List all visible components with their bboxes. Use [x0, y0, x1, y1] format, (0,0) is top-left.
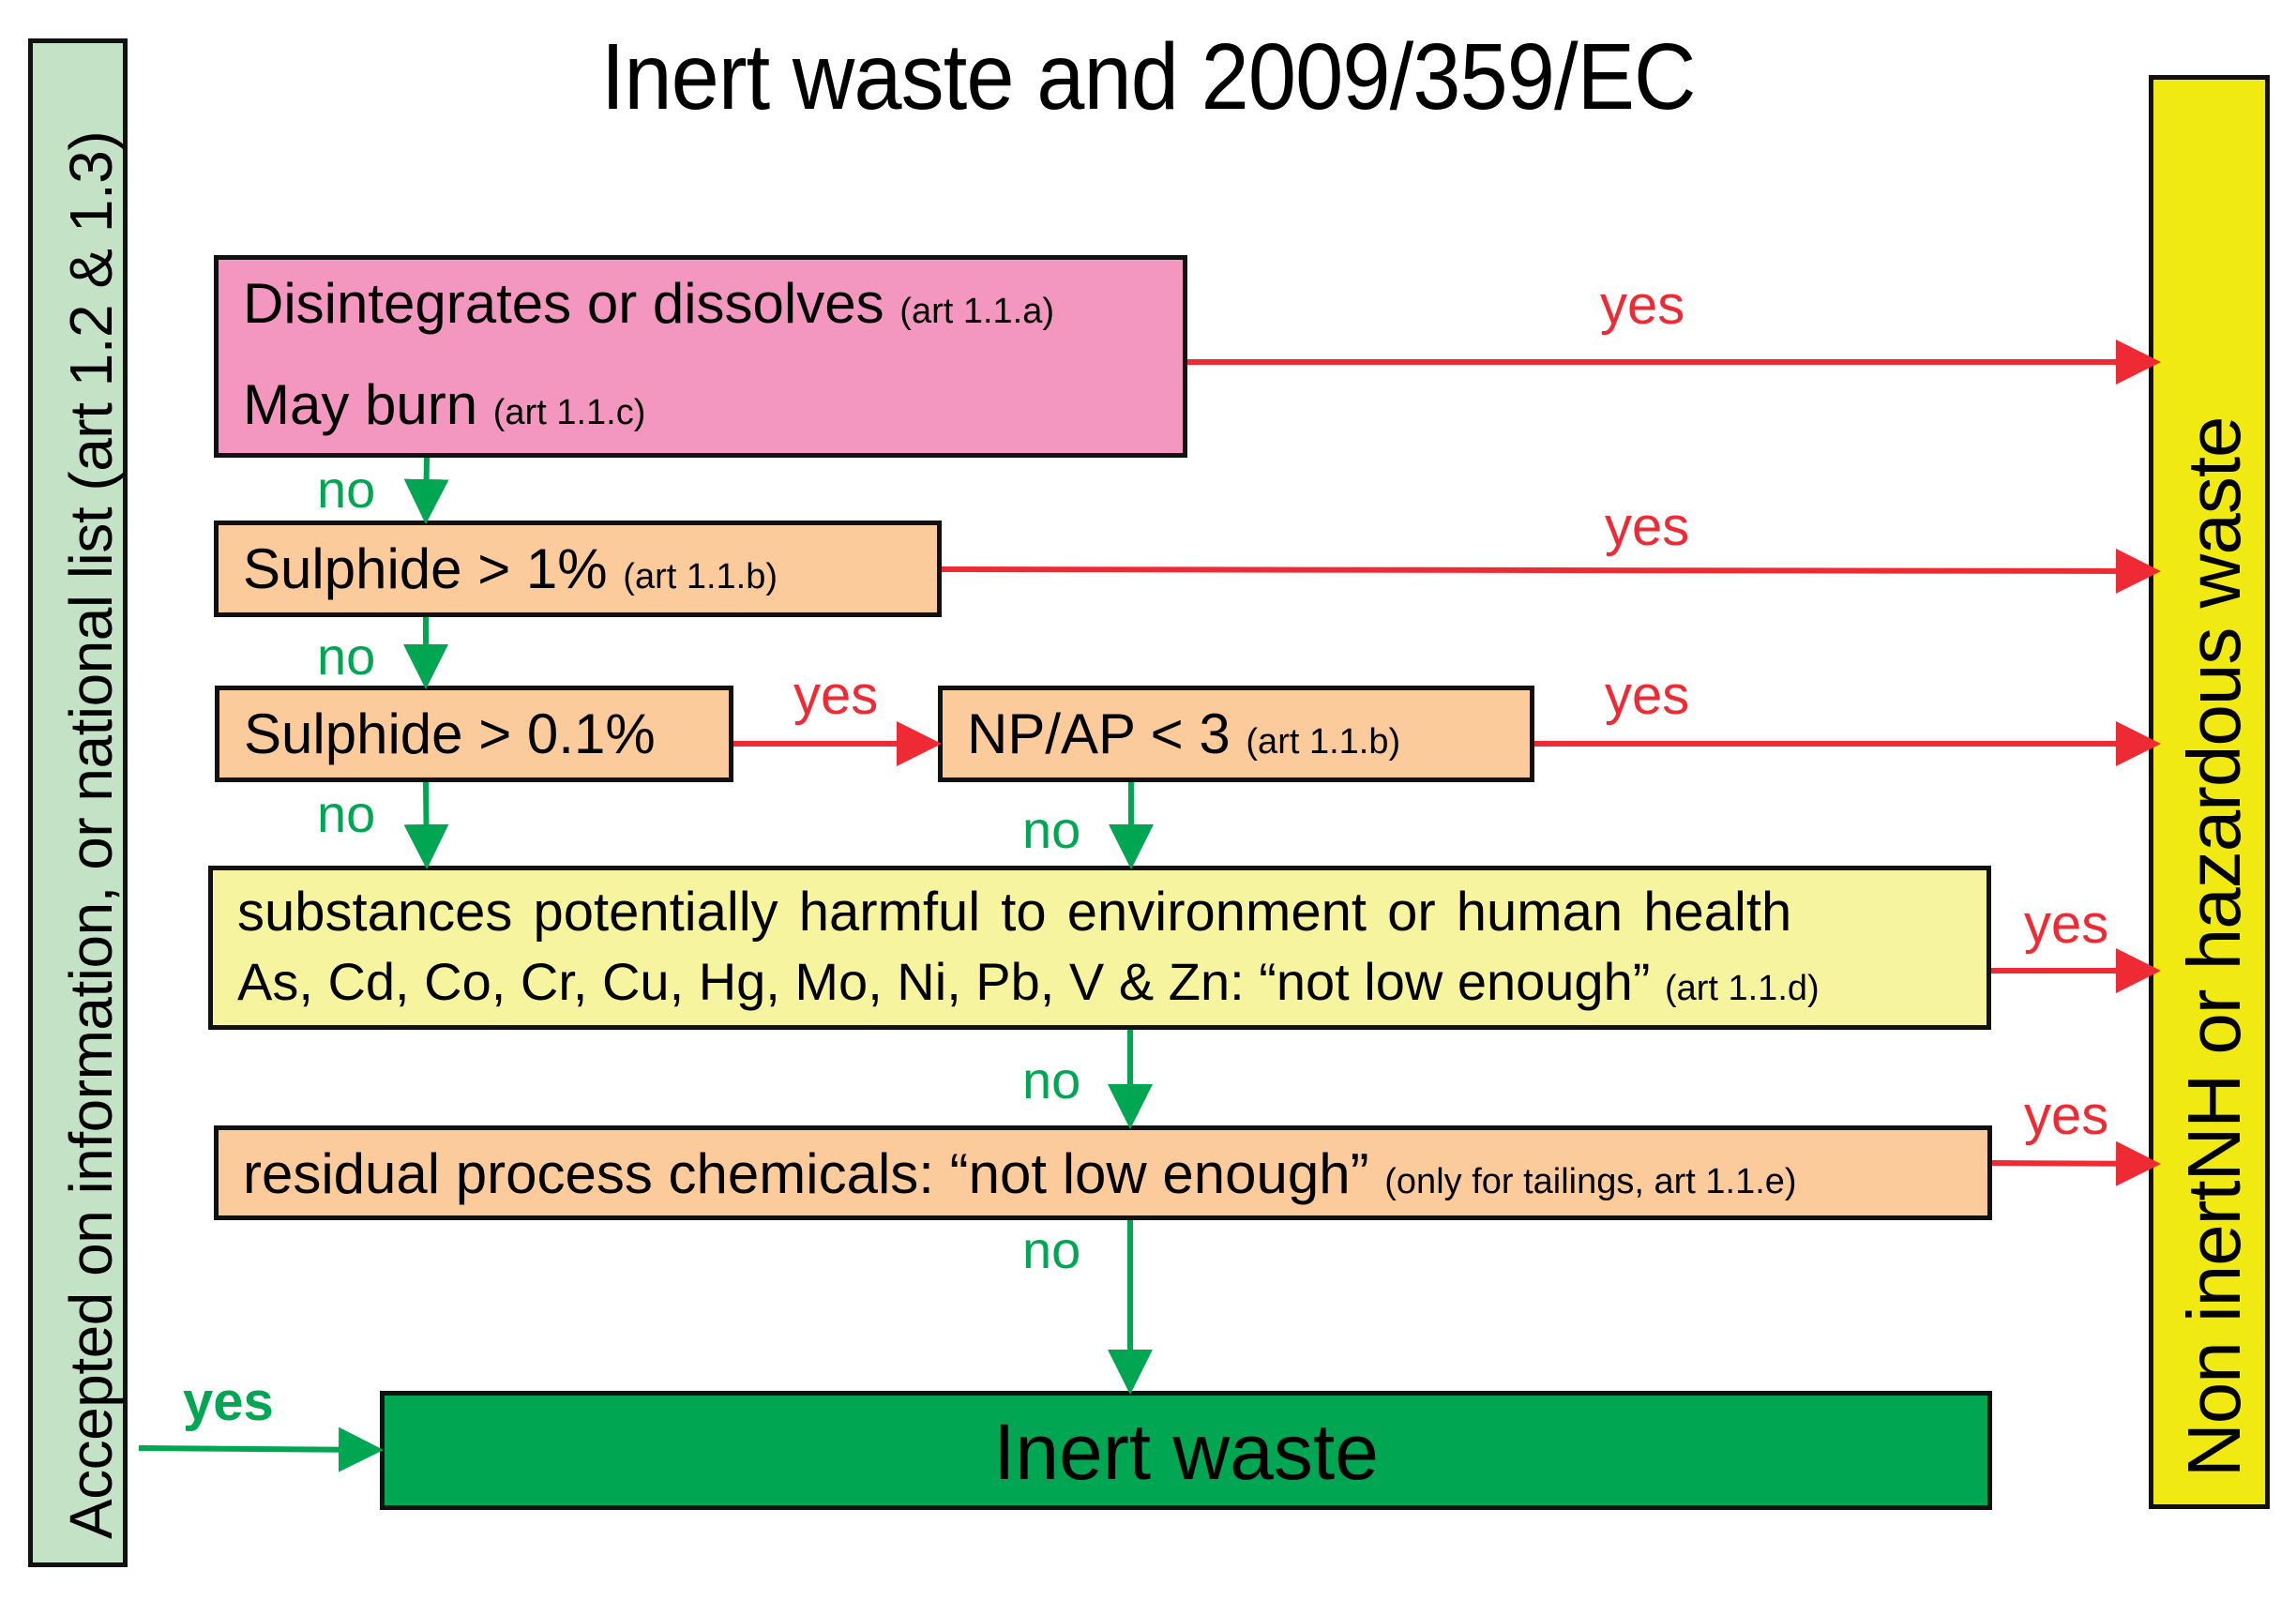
arrow-sulphide01-no — [403, 781, 449, 869]
inert-waste-text: Inert waste — [993, 1408, 1379, 1496]
disintegrates-box: Disintegrates or dissolves (art 1.1.a) M… — [214, 255, 1187, 458]
inert-waste-box: Inert waste — [380, 1391, 1992, 1510]
label-yes-substances: yes — [2024, 894, 2109, 955]
sulphide-1-percent-box: Sulphide > 1% (art 1.1.b) — [214, 521, 942, 617]
non-inert-hazardous-bar: Non inertNH or hazardous waste — [2149, 75, 2270, 1509]
arrow-disintegrates-no — [403, 457, 449, 524]
label-yes-npap: yes — [1605, 665, 1690, 726]
diagram-title: Inert waste and 2009/359/EC — [600, 24, 1697, 129]
accepted-on-information-bar: Accepted on information, or national lis… — [28, 38, 128, 1567]
label-yes-disintegrates: yes — [1600, 275, 1685, 336]
sulphide-01-text: Sulphide > 0.1% — [244, 702, 656, 765]
label-no-npap: no — [1022, 800, 1081, 859]
sulphide-01-percent-box: Sulphide > 0.1% — [215, 686, 733, 782]
substances-line2: As, Cd, Co, Cr, Cu, Hg, Mo, Ni, Pb, V & … — [237, 952, 1820, 1011]
label-yes-accepted: yes — [183, 1371, 274, 1432]
residual-chemicals-box: residual process chemicals: “not low eno… — [214, 1125, 1992, 1220]
label-yes-residual: yes — [2024, 1085, 2109, 1146]
label-yes-sulphide1: yes — [1605, 496, 1690, 557]
arrow-accepted-yes — [138, 1426, 384, 1472]
disintegrates-line: Disintegrates or dissolves (art 1.1.a) — [243, 272, 1055, 335]
arrow-sulphide1-yes — [941, 548, 2161, 594]
label-no-disintegrates: no — [317, 460, 376, 519]
substances-line1: substances potentially harmful to enviro… — [237, 882, 1792, 943]
label-yes-sulphide01: yes — [793, 665, 879, 726]
substances-box: substances potentially harmful to enviro… — [208, 866, 1991, 1030]
npap-text: NP/AP < 3 (art 1.1.b) — [967, 702, 1401, 765]
label-no-sulphide1: no — [317, 626, 376, 686]
label-no-substances: no — [1022, 1050, 1081, 1109]
npap-box: NP/AP < 3 (art 1.1.b) — [938, 686, 1534, 782]
residual-text: residual process chemicals: “not low eno… — [243, 1142, 1797, 1205]
may-burn-line: May burn (art 1.1.c) — [243, 373, 646, 436]
arrow-residual-yes — [1991, 1140, 2161, 1186]
sulphide-1-text: Sulphide > 1% (art 1.1.b) — [243, 537, 778, 600]
label-no-sulphide01: no — [317, 784, 376, 843]
label-no-residual: no — [1022, 1220, 1081, 1279]
